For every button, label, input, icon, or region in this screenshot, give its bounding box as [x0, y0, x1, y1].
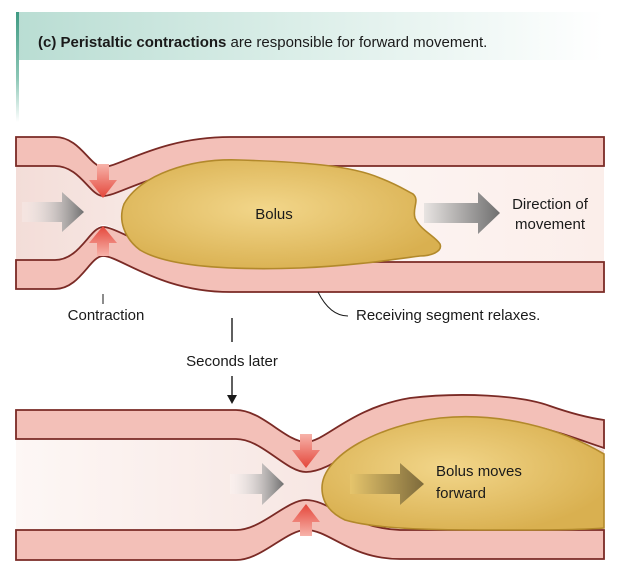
top-bolus [120, 159, 442, 270]
bottom-panel: Bolus moves forward [15, 394, 605, 561]
bottom-contraction-arrow-down [292, 434, 320, 468]
bolus-moves-label-line1: Bolus moves [436, 463, 522, 480]
direction-label-line1: Direction of [512, 196, 589, 213]
relax-label: Receiving segment relaxes. [356, 307, 540, 324]
direction-label-line2: movement [515, 216, 586, 233]
top-panel: Bolus Direction of movement Contraction … [15, 136, 605, 324]
bolus-moves-label-line2: forward [436, 485, 486, 502]
relax-leader [317, 291, 349, 317]
bottom-upper-wall [15, 394, 605, 473]
caption-banner: (c) Peristaltic contractions are respons… [16, 12, 604, 122]
top-contraction-arrow-down [89, 164, 117, 198]
top-direction-arrow [424, 192, 500, 234]
contraction-label: Contraction [68, 307, 145, 324]
caption-rule [16, 12, 19, 122]
bottom-bolus [321, 415, 605, 531]
time-arrowhead [227, 395, 237, 404]
top-incoming-arrow [22, 192, 84, 232]
top-upper-wall [15, 136, 605, 197]
seconds-later-label: Seconds later [186, 353, 278, 370]
caption-band [16, 12, 604, 60]
top-lower-wall [15, 226, 605, 293]
caption-label: (c) Peristaltic contractions [38, 34, 227, 51]
caption-text: (c) Peristaltic contractions are respons… [38, 34, 487, 51]
top-contraction-arrow-up [89, 226, 117, 256]
bottom-contraction-arrow-up [292, 504, 320, 536]
time-transition: Seconds later [186, 318, 278, 404]
bottom-bolus-arrow [350, 463, 424, 505]
caption-body: are responsible for forward movement. [226, 34, 488, 51]
top-bolus-label: Bolus [255, 206, 293, 223]
bottom-incoming-arrow [230, 463, 284, 505]
